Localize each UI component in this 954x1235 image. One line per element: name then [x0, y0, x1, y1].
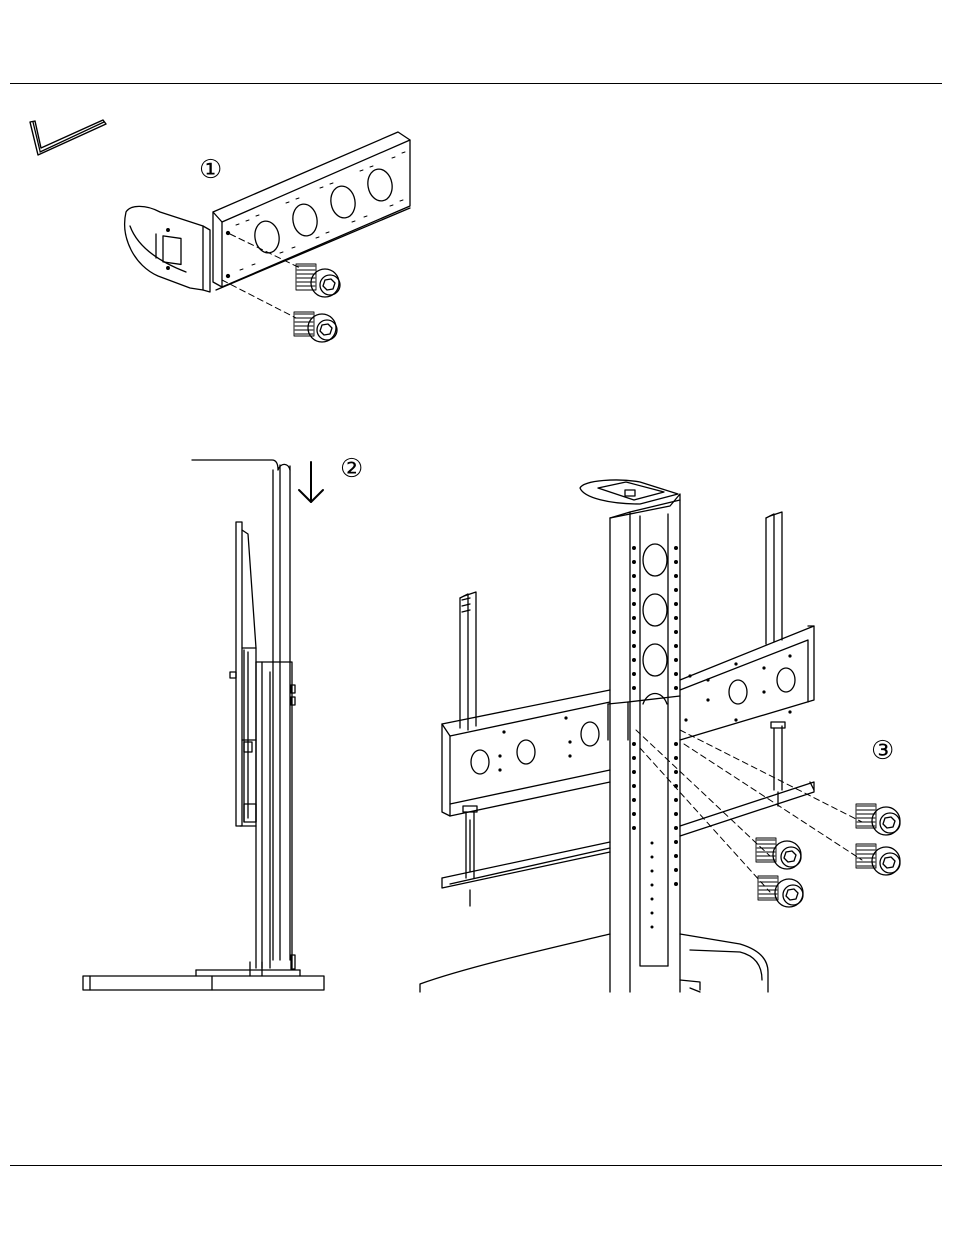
- bolt-icon: [856, 844, 900, 875]
- hex-key-icon: [30, 120, 106, 155]
- camera-bracket-icon: [125, 206, 210, 292]
- bolt-icon: [296, 264, 340, 297]
- bolt-icon: [294, 312, 337, 342]
- bolt-icon: [856, 804, 900, 835]
- step-3-illustration: [420, 480, 900, 992]
- step-1-illustration: [125, 132, 410, 342]
- bolt-icon: [758, 876, 803, 907]
- step-2-illustration: [83, 460, 324, 990]
- bolt-icon: [756, 838, 801, 869]
- arrow-down-icon: [299, 462, 323, 502]
